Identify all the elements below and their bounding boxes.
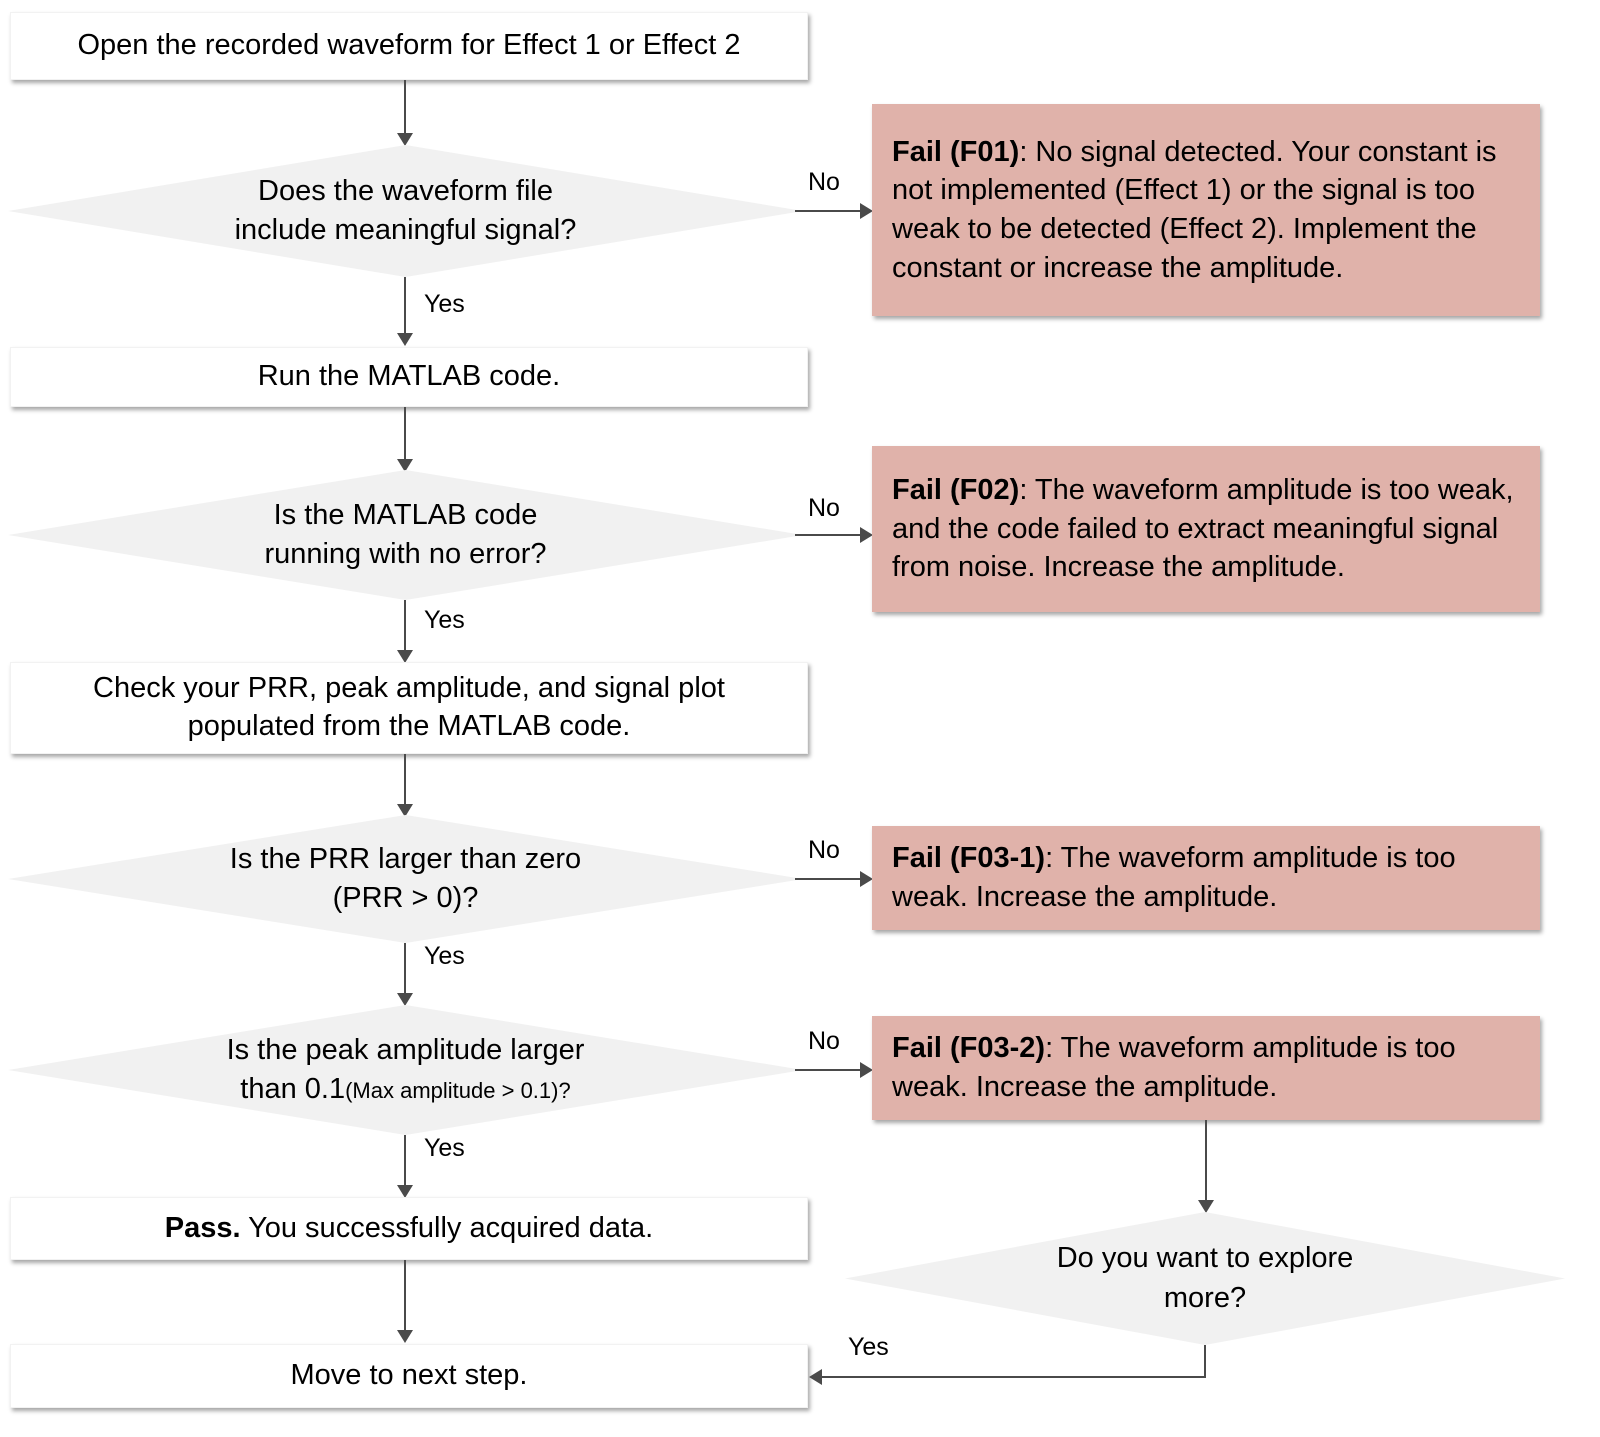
node-open-waveform[interactable]: Open the recorded waveform for Effect 1 … [10, 12, 808, 80]
edge-label-yes-1: Yes [424, 290, 465, 318]
node-fail-f01[interactable]: Fail (F01): No signal detected. Your con… [872, 104, 1540, 316]
fail-f02-body: : The waveform amplitude is too weak, an… [892, 474, 1514, 584]
node-decision-meaningful-signal[interactable]: Does the waveform file include meaningfu… [8, 145, 803, 277]
node-decision-matlab-no-error[interactable]: Is the MATLAB code running with no error… [8, 470, 803, 600]
connector-d4-to-pass [404, 1135, 406, 1187]
connector-d5-to-next [822, 1376, 1206, 1378]
fail-f02-code: Fail (F02) [892, 474, 1020, 507]
edge-label-yes-4: Yes [424, 1134, 465, 1162]
connector-d3-to-f03-1 [795, 878, 863, 880]
connector-d2-to-check [404, 600, 406, 652]
arrow-f03-2-to-d5 [1198, 1200, 1214, 1213]
node-check-prr-label: Check your PRR, peak amplitude, and sign… [93, 670, 725, 745]
arrow-d3-to-f03-1 [860, 871, 873, 887]
check-prr-line2: populated from the MATLAB code. [187, 710, 631, 742]
connector-d3-to-d4 [404, 943, 406, 995]
edge-label-no-3: No [808, 836, 840, 864]
node-move-next-step-label: Move to next step. [290, 1359, 528, 1392]
arrow-d3-to-d4 [397, 993, 413, 1006]
connector-d2-to-f02 [795, 534, 863, 536]
connector-start-to-d1 [404, 80, 406, 136]
arrow-check-to-d3 [397, 804, 413, 817]
node-pass[interactable]: Pass. You successfully acquired data. [10, 1197, 808, 1260]
node-fail-f03-1[interactable]: Fail (F03-1): The waveform amplitude is … [872, 826, 1540, 930]
node-fail-f03-2[interactable]: Fail (F03-2): The waveform amplitude is … [872, 1016, 1540, 1120]
node-fail-f02[interactable]: Fail (F02): The waveform amplitude is to… [872, 446, 1540, 612]
connector-run-to-d2 [404, 407, 406, 461]
diamond-shape [8, 470, 803, 600]
diamond-shape [845, 1212, 1565, 1345]
arrow-d2-to-f02 [860, 527, 873, 543]
arrow-d4-to-pass [397, 1185, 413, 1198]
edge-label-yes-5: Yes [848, 1333, 889, 1361]
edge-label-no-1: No [808, 168, 840, 196]
edge-label-no-4: No [808, 1027, 840, 1055]
connector-f03-2-to-d5 [1205, 1120, 1207, 1202]
arrow-run-to-d2 [397, 459, 413, 472]
arrow-d1-to-run [397, 333, 413, 346]
node-run-matlab[interactable]: Run the MATLAB code. [10, 347, 808, 407]
node-decision-prr-gt-zero[interactable]: Is the PRR larger than zero (PRR > 0)? [8, 815, 803, 943]
arrow-d2-to-check [397, 650, 413, 663]
edge-label-no-2: No [808, 494, 840, 522]
node-pass-label: Pass. You successfully acquired data. [165, 1210, 654, 1248]
fail-f03-1-body: : The waveform amplitude is too weak. In… [892, 842, 1456, 913]
node-open-waveform-label: Open the recorded waveform for Effect 1 … [77, 29, 741, 62]
diamond-shape [8, 815, 803, 943]
diamond-shape [8, 145, 803, 277]
edge-label-yes-3: Yes [424, 942, 465, 970]
node-decision-explore-more[interactable]: Do you want to explore more? [845, 1212, 1565, 1345]
connector-pass-to-next [404, 1260, 406, 1332]
arrow-d4-to-f03-2 [860, 1062, 873, 1078]
arrow-pass-to-next [397, 1330, 413, 1343]
connector-d4-to-f03-2 [795, 1069, 863, 1071]
connector-d5-down [1204, 1345, 1206, 1378]
node-fail-f02-text: Fail (F02): The waveform amplitude is to… [892, 471, 1524, 587]
arrow-d5-to-next [809, 1369, 822, 1385]
node-check-prr[interactable]: Check your PRR, peak amplitude, and sign… [10, 662, 808, 754]
fail-f01-code: Fail (F01) [892, 135, 1020, 168]
node-run-matlab-label: Run the MATLAB code. [257, 360, 561, 393]
connector-d1-to-f01 [795, 210, 863, 212]
node-fail-f01-text: Fail (F01): No signal detected. Your con… [892, 133, 1524, 287]
pass-prefix: Pass. [164, 1211, 241, 1244]
diamond-shape [8, 1005, 803, 1135]
fail-f01-body: : No signal detected. Your constant is n… [892, 135, 1497, 284]
arrow-start-to-d1 [397, 133, 413, 146]
node-move-next-step[interactable]: Move to next step. [10, 1344, 808, 1408]
fail-f03-2-body: : The waveform amplitude is too weak. In… [892, 1032, 1456, 1103]
fail-f03-1-code: Fail (F03-1) [892, 842, 1046, 875]
connector-d1-to-run [404, 277, 406, 335]
node-decision-peak-amplitude[interactable]: Is the peak amplitude larger than 0.1(Ma… [8, 1005, 803, 1135]
edge-label-yes-2: Yes [424, 606, 465, 634]
node-fail-f03-2-text: Fail (F03-2): The waveform amplitude is … [892, 1029, 1524, 1106]
node-fail-f03-1-text: Fail (F03-1): The waveform amplitude is … [892, 839, 1524, 916]
fail-f03-2-code: Fail (F03-2) [892, 1032, 1046, 1065]
arrow-d1-to-f01 [860, 203, 873, 219]
pass-body: You successfully acquired data. [240, 1211, 654, 1244]
check-prr-line1: Check your PRR, peak amplitude, and sign… [93, 672, 725, 705]
connector-check-to-d3 [404, 754, 406, 806]
